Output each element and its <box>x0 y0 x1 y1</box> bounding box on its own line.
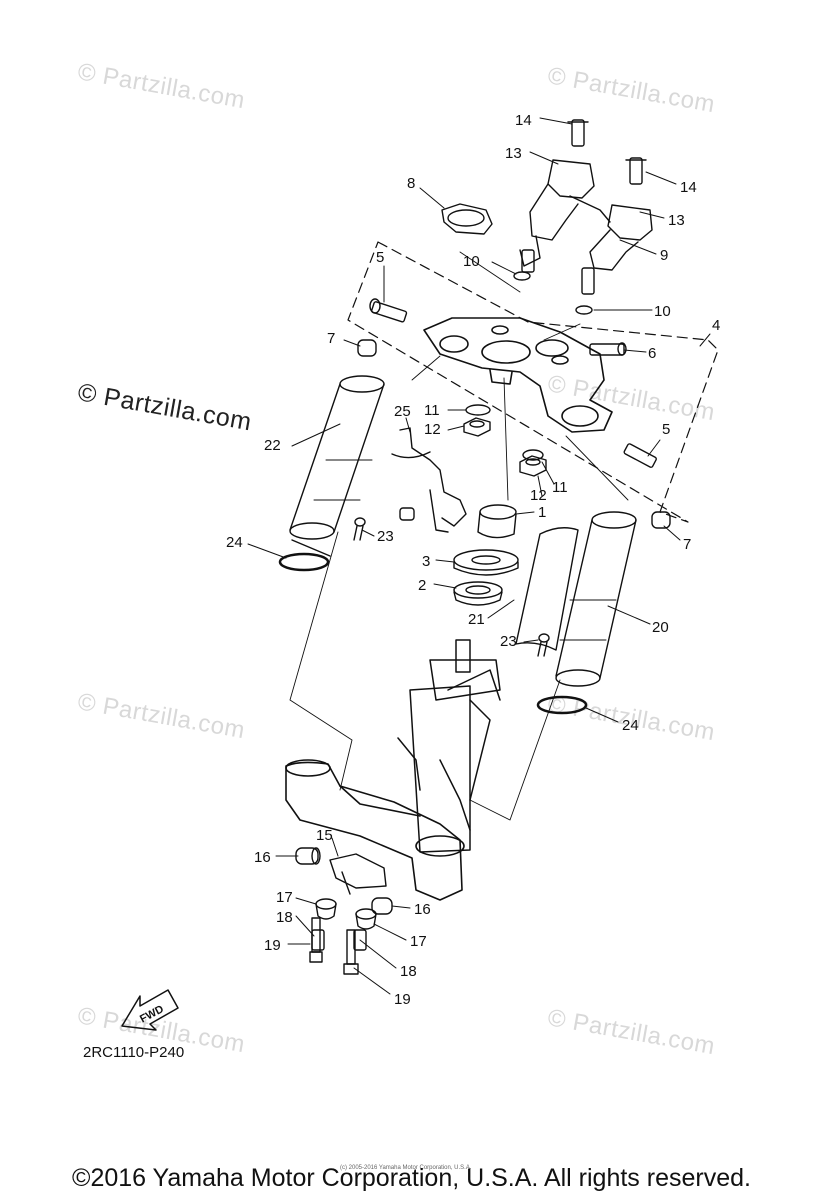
callout-17: 17 <box>276 889 293 906</box>
callout-23: 23 <box>377 528 394 545</box>
callout-7: 7 <box>683 536 691 553</box>
handlebar-holder-right <box>581 204 653 295</box>
callout-9: 9 <box>660 247 668 264</box>
callout-17: 17 <box>410 933 427 950</box>
bearing-2 <box>453 581 503 606</box>
fork-tube-20 <box>555 511 637 687</box>
cap-8 <box>441 203 493 235</box>
o-ring-24-left <box>278 552 330 572</box>
cable-guide-25 <box>391 427 467 533</box>
fork-tube-22 <box>289 375 385 557</box>
callout-13: 13 <box>505 145 522 162</box>
callout-16: 16 <box>254 849 271 866</box>
callout-5: 5 <box>662 421 670 438</box>
collar-16-left <box>295 847 321 865</box>
small-copyright: (c) 2005-2016 Yamaha Motor Corporation, … <box>340 1165 472 1171</box>
callout-4: 4 <box>712 317 720 334</box>
handlebar-holder-left <box>519 159 611 273</box>
bolt-5-lower <box>623 443 657 468</box>
callout-1: 1 <box>538 504 546 521</box>
callout-14: 14 <box>515 112 532 129</box>
callout-18: 18 <box>400 963 417 980</box>
diagram-code: 2RC1110-P240 <box>83 1044 185 1061</box>
lower-bracket <box>285 759 465 901</box>
washer-10-left <box>513 271 531 281</box>
grommet-17-right <box>355 908 377 930</box>
callout-24: 24 <box>622 717 639 734</box>
cap-7-right <box>651 511 671 529</box>
callout-7: 7 <box>327 330 335 347</box>
callout-3: 3 <box>422 553 430 570</box>
upper-bracket <box>423 317 613 433</box>
bolt-14-left <box>567 119 589 147</box>
callout-10: 10 <box>463 253 480 270</box>
washer-11-left <box>465 404 491 416</box>
callout-19: 19 <box>394 991 411 1008</box>
o-ring-24-right <box>536 695 588 715</box>
callout-6: 6 <box>648 345 656 362</box>
bolt-6 <box>589 342 627 356</box>
seal-3 <box>453 549 519 576</box>
footer-copyright: ©2016 Yamaha Motor Corporation, U.S.A. A… <box>72 1164 751 1192</box>
callout-21: 21 <box>468 611 485 628</box>
cover-21 <box>515 527 579 651</box>
bearing-cover-1 <box>477 504 517 539</box>
callout-12: 12 <box>424 421 441 438</box>
callout-11: 11 <box>552 479 568 496</box>
callout-19: 19 <box>264 937 281 954</box>
callout-15: 15 <box>316 827 333 844</box>
bolt-19-right <box>343 929 359 975</box>
callout-11: 11 <box>424 402 440 419</box>
cap-7-left <box>357 339 377 357</box>
bolt-23-right <box>537 633 550 657</box>
clamp-15 <box>329 853 387 895</box>
callout-25: 25 <box>394 403 411 420</box>
callout-18: 18 <box>276 909 293 926</box>
callout-13: 13 <box>668 212 685 229</box>
callout-20: 20 <box>652 619 669 636</box>
assembly-leaders <box>289 251 629 821</box>
grommet-17-left <box>315 898 337 920</box>
callout-10: 10 <box>654 303 671 320</box>
bolt-14-right <box>625 157 647 185</box>
callout-14: 14 <box>680 179 697 196</box>
bolt-19-left <box>309 917 323 963</box>
fwd-arrow-icon <box>121 989 179 1031</box>
washer-11-right <box>522 449 544 461</box>
callout-leaders <box>247 117 711 995</box>
washer-10-right <box>575 305 593 315</box>
callout-23: 23 <box>500 633 517 650</box>
callout-16: 16 <box>414 901 431 918</box>
nut-12-right <box>519 455 547 477</box>
bolt-5-upper <box>369 298 408 323</box>
callout-12: 12 <box>530 487 547 504</box>
collar-18-right <box>353 929 367 951</box>
nut-12-left <box>463 417 491 437</box>
bolt-23-left <box>353 517 366 541</box>
steering-stem <box>397 639 501 853</box>
callout-2: 2 <box>418 577 426 594</box>
callout-24: 24 <box>226 534 243 551</box>
callout-5: 5 <box>376 249 384 266</box>
collar-18-left <box>311 929 325 951</box>
callout-8: 8 <box>407 175 415 192</box>
callout-22: 22 <box>264 437 281 454</box>
bracket-assembly-outline <box>347 241 719 523</box>
